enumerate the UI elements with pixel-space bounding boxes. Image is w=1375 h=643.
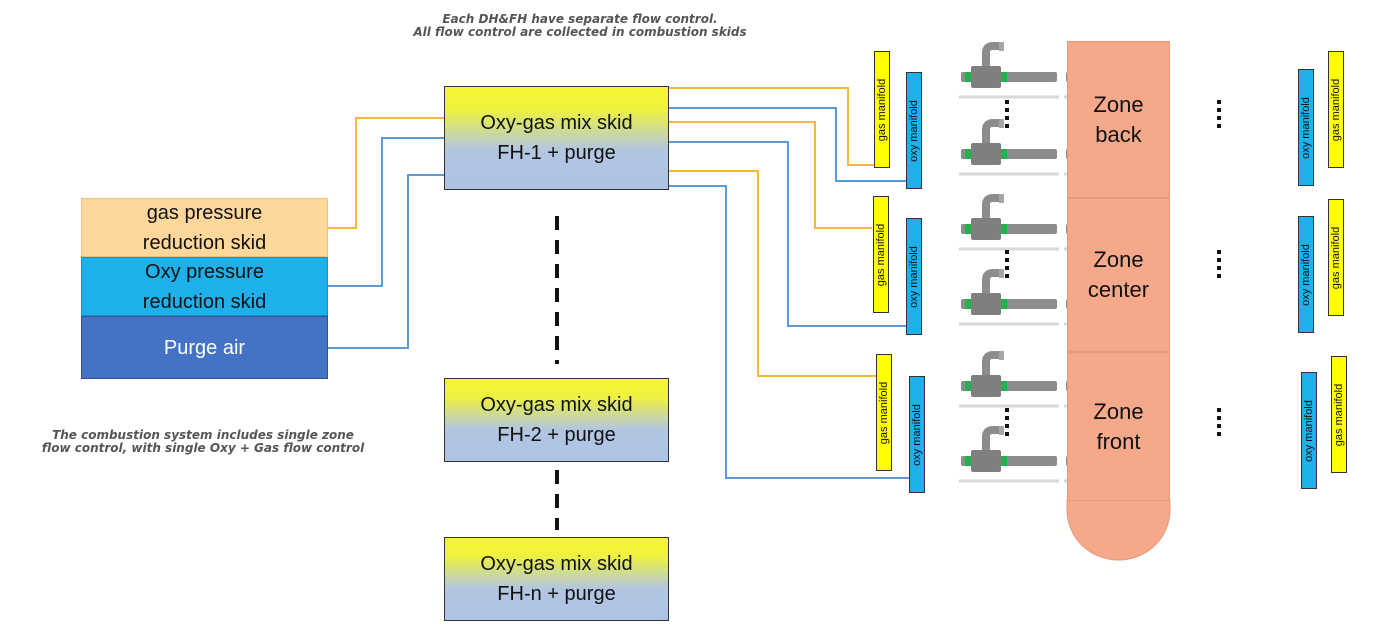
zone-center: Zone center — [1067, 198, 1170, 352]
oxy-manifold-front-right: oxy manifold — [1301, 372, 1317, 489]
oxy-line-front — [668, 185, 910, 479]
oxy-manifold-label: oxy manifold — [908, 99, 921, 162]
burner-left-1 — [951, 41, 1061, 103]
oxy-manifold-label: oxy manifold — [908, 245, 921, 308]
note-top-line-2: All flow control are collected in combus… — [413, 25, 747, 39]
zone-front-label-1: Zone — [1093, 398, 1144, 424]
purge-air-label: Purge air — [163, 336, 246, 359]
gas-skid-label-1: gas pressure — [146, 201, 263, 224]
note-bottom-line-1: The combustion system includes single zo… — [52, 428, 354, 442]
oxy-manifold-label: oxy manifold — [1300, 243, 1313, 306]
mix-skid-fh-n-subtitle: FH-n + purge — [497, 583, 616, 605]
gas-line-front — [668, 170, 876, 377]
zone-back-label-1: Zone — [1093, 91, 1144, 117]
gas-manifold-label: gas manifold — [1330, 78, 1342, 141]
oxy-skid-label-1: Oxy pressure — [145, 260, 264, 283]
gas-manifold-label: gas manifold — [1333, 383, 1345, 446]
oxy-manifold-label: oxy manifold — [1303, 399, 1316, 462]
gas-manifold-label: gas manifold — [875, 223, 887, 286]
zone-front: Zone front — [1067, 352, 1170, 501]
gas-pressure-reduction-skid: gas pressure reduction skid — [81, 198, 328, 257]
purge-air-box: Purge air — [81, 316, 328, 379]
gas-line-back — [668, 87, 876, 166]
zone-back: Zone back — [1067, 41, 1170, 198]
zone-bottom-cap — [1066, 499, 1171, 561]
zone-center-label-1: Zone — [1093, 247, 1144, 272]
oxy-manifold-back-right: oxy manifold — [1298, 69, 1314, 186]
mix-skid-fh-2-subtitle: FH-2 + purge — [497, 424, 616, 446]
oxy-line-back — [668, 107, 906, 182]
gas-line-supply — [328, 117, 444, 229]
note-top-line-1: Each DH&FH have separate flow control. — [442, 12, 718, 26]
oxy-manifold-label: oxy manifold — [1300, 96, 1313, 159]
gas-manifold-center-left: gas manifold — [873, 196, 889, 313]
oxy-manifold-center-left: oxy manifold — [906, 218, 922, 335]
gas-skid-label-2: reduction skid — [142, 231, 267, 254]
zone-back-label-2: back — [1095, 121, 1142, 147]
mix-skid-fh-1-subtitle: FH-1 + purge — [497, 142, 616, 164]
gas-manifold-label: gas manifold — [876, 78, 888, 141]
note-top: Each DH&FH have separate flow control. A… — [330, 13, 830, 39]
mix-skid-fh-1: Oxy-gas mix skid FH-1 + purge — [444, 86, 669, 190]
oxy-manifold-back-left: oxy manifold — [906, 72, 922, 189]
oxy-manifold-label: oxy manifold — [911, 403, 924, 466]
gas-manifold-center-right: gas manifold — [1328, 199, 1344, 316]
oxy-line-center — [668, 141, 906, 327]
gas-manifold-back-right: gas manifold — [1328, 51, 1344, 168]
gas-line-center — [668, 121, 872, 229]
gas-manifold-back-left: gas manifold — [874, 51, 890, 168]
note-bottom-line-2: flow control, with single Oxy + Gas flow… — [41, 441, 365, 455]
mix-skid-fh-n: Oxy-gas mix skid FH-n + purge — [444, 537, 669, 621]
oxy-pressure-reduction-skid: Oxy pressure reduction skid — [81, 257, 328, 316]
mix-skid-fh-2-title: Oxy-gas mix skid — [480, 394, 633, 416]
oxy-manifold-center-right: oxy manifold — [1298, 216, 1314, 333]
oxy-manifold-front-left: oxy manifold — [909, 376, 925, 493]
oxy-line-supply — [328, 137, 444, 287]
oxy-skid-label-2: reduction skid — [142, 290, 267, 313]
note-bottom: The combustion system includes single zo… — [8, 429, 398, 455]
zone-front-label-2: front — [1096, 428, 1141, 454]
burner-left-3 — [951, 193, 1061, 255]
purge-line-supply — [328, 174, 444, 349]
gas-manifold-front-right: gas manifold — [1331, 356, 1347, 473]
gas-manifold-front-left: gas manifold — [876, 354, 892, 471]
gas-manifold-label: gas manifold — [878, 381, 890, 444]
zone-center-label-2: center — [1087, 277, 1150, 302]
gas-manifold-label: gas manifold — [1330, 226, 1342, 289]
burner-left-5 — [951, 350, 1061, 412]
mix-skid-fh-n-title: Oxy-gas mix skid — [480, 553, 633, 575]
mix-skid-fh-1-title: Oxy-gas mix skid — [480, 112, 633, 134]
mix-skid-fh-2: Oxy-gas mix skid FH-2 + purge — [444, 378, 669, 462]
